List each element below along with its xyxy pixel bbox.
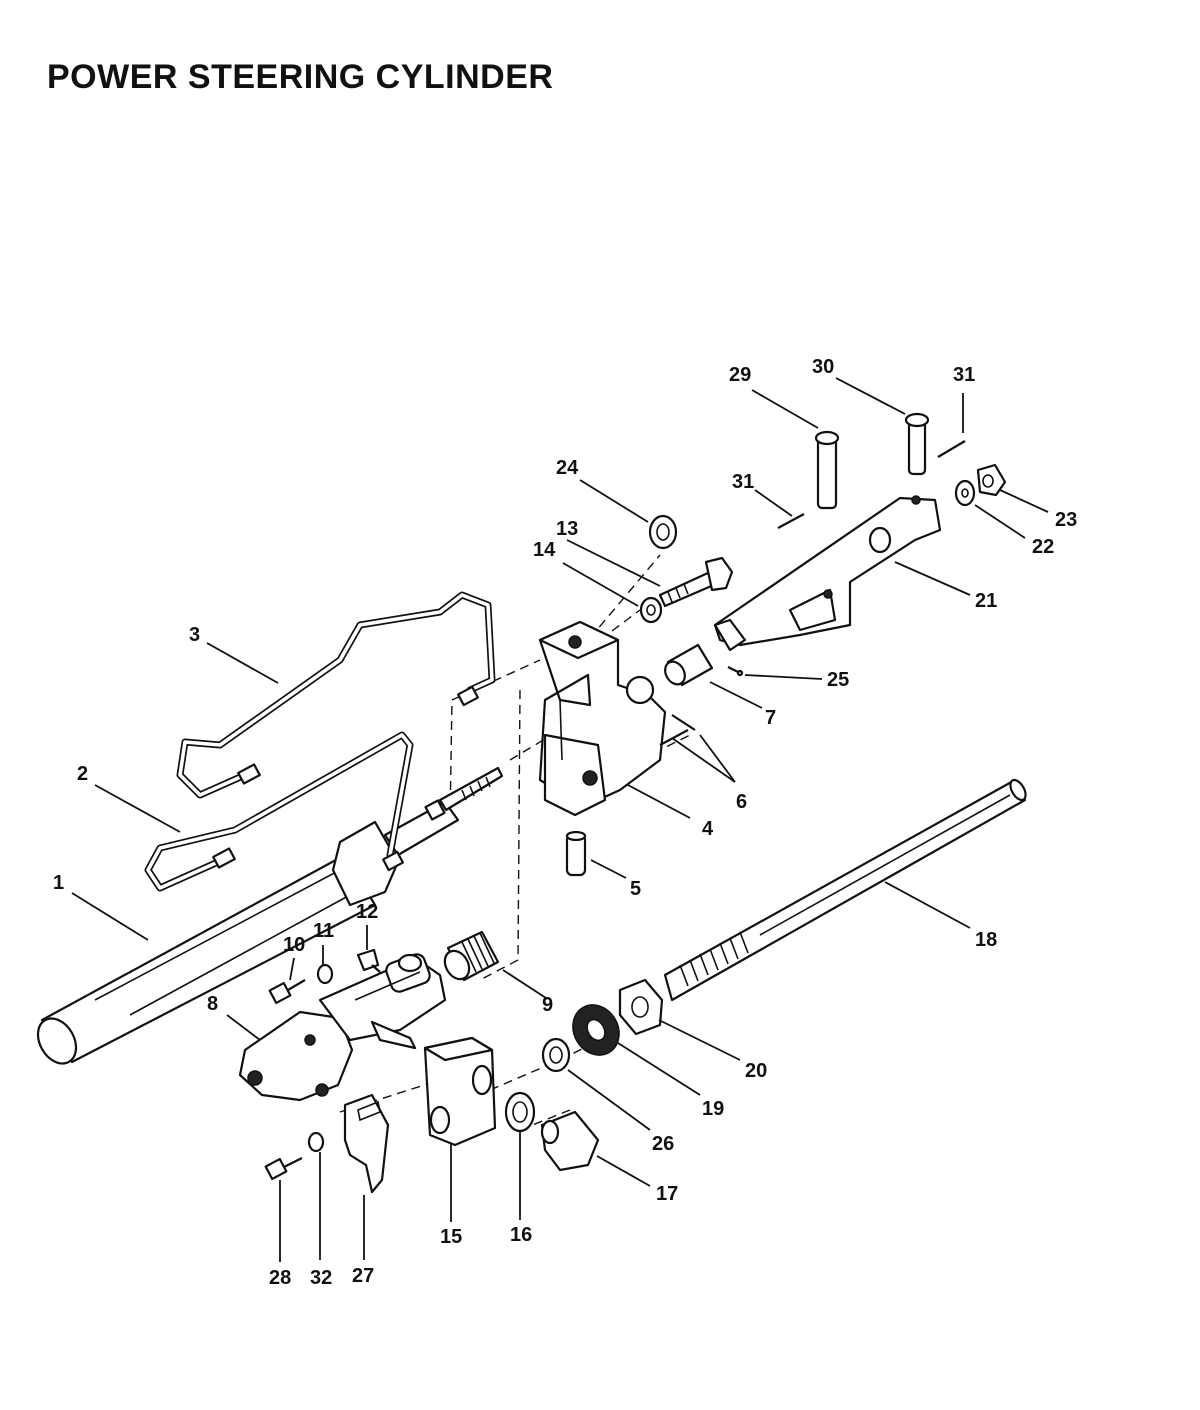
callout-15: 15 bbox=[440, 1226, 462, 1248]
part-31-cotter-pin-upper bbox=[937, 440, 966, 458]
part-15-clamp-block bbox=[423, 1036, 497, 1147]
callout-2: 2 bbox=[77, 763, 88, 785]
callout-3: 3 bbox=[189, 624, 200, 646]
part-21-steering-arm bbox=[713, 495, 942, 652]
callout-13: 13 bbox=[556, 518, 578, 540]
callout-14: 14 bbox=[533, 539, 556, 561]
part-28-screw bbox=[264, 1157, 303, 1181]
callout-8: 8 bbox=[207, 993, 218, 1015]
callout-21: 21 bbox=[975, 590, 997, 612]
callout-10: 10 bbox=[283, 934, 305, 956]
part-22-washer bbox=[954, 479, 976, 507]
callout-12: 12 bbox=[356, 901, 378, 923]
callout-17: 17 bbox=[656, 1183, 678, 1205]
callout-16: 16 bbox=[510, 1224, 532, 1246]
part-12-grease-fitting bbox=[356, 948, 381, 973]
part-4-mounting-bracket bbox=[538, 620, 667, 817]
part-32-washer bbox=[307, 1131, 325, 1153]
page-title: POWER STEERING CYLINDER bbox=[47, 58, 554, 96]
callout-27: 27 bbox=[352, 1265, 374, 1287]
part-13-bolt bbox=[658, 556, 734, 608]
part-30-clevis-pin bbox=[904, 412, 930, 476]
callout-32: 32 bbox=[310, 1267, 332, 1289]
part-2-lower-hydraulic-tube bbox=[144, 731, 414, 892]
part-24-bushing bbox=[648, 514, 678, 550]
part-17-cap-nut bbox=[540, 1110, 600, 1172]
part-26-washer bbox=[541, 1037, 571, 1073]
part-8-control-valve bbox=[238, 953, 447, 1102]
callout-23: 23 bbox=[1055, 509, 1077, 531]
part-18-piston-rod bbox=[663, 778, 1027, 1002]
callout-29: 29 bbox=[729, 364, 751, 386]
part-27-bracket-plate bbox=[343, 1093, 390, 1194]
part-7-bushing bbox=[664, 643, 714, 687]
callout-9: 9 bbox=[542, 994, 553, 1016]
callout-4: 4 bbox=[702, 818, 714, 840]
callout-18: 18 bbox=[975, 929, 997, 951]
part-11-lock-washer bbox=[316, 963, 334, 985]
callout-19: 19 bbox=[702, 1098, 724, 1120]
callout-22: 22 bbox=[1032, 536, 1054, 558]
callout-labels: 1 2 3 4 5 6 7 8 9 10 11 12 13 14 15 16 1… bbox=[53, 356, 1077, 1289]
part-31-cotter-pin-lower bbox=[777, 513, 805, 529]
part-20-hex-nut bbox=[618, 978, 664, 1036]
part-3-upper-hydraulic-tube bbox=[176, 591, 496, 799]
part-1-cylinder-body bbox=[36, 766, 504, 1065]
callout-28: 28 bbox=[269, 1267, 291, 1289]
part-10-screw bbox=[268, 979, 306, 1005]
part-23-lock-nut bbox=[976, 463, 1007, 497]
part-16-toothed-washer bbox=[504, 1091, 536, 1133]
part-14-washer bbox=[639, 596, 663, 624]
part-6-roll-pins bbox=[659, 714, 696, 746]
callout-1: 1 bbox=[53, 872, 64, 894]
callout-6: 6 bbox=[736, 791, 747, 813]
part-19-seal bbox=[572, 1004, 620, 1056]
callout-25: 25 bbox=[827, 669, 849, 691]
callout-7: 7 bbox=[765, 707, 776, 729]
callout-24: 24 bbox=[556, 457, 579, 479]
callout-5: 5 bbox=[630, 878, 641, 900]
part-9-threaded-sleeve bbox=[443, 930, 500, 982]
callout-20: 20 bbox=[745, 1060, 767, 1082]
callout-11: 11 bbox=[313, 920, 334, 942]
callout-31-lower: 31 bbox=[732, 471, 754, 493]
callout-30: 30 bbox=[812, 356, 834, 378]
callout-26: 26 bbox=[652, 1133, 674, 1155]
part-29-clevis-pin bbox=[814, 430, 840, 510]
part-5-pin bbox=[565, 830, 587, 877]
callout-31-upper: 31 bbox=[953, 364, 975, 386]
part-25-cotter-pin bbox=[727, 666, 744, 677]
callout-leader-lines bbox=[71, 377, 1049, 1262]
